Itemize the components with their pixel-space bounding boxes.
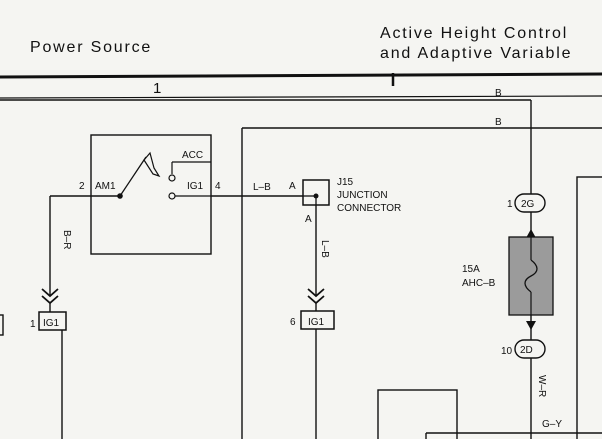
connector-arrow-mid-1 xyxy=(307,288,325,298)
component-box-right xyxy=(576,176,602,439)
connector-2d-oval xyxy=(514,339,546,359)
fuse-arrow-top xyxy=(526,229,536,238)
section-title-ahc-line1: Active Height Control xyxy=(380,25,568,42)
junction-id: J15 xyxy=(337,177,354,188)
switch-lever xyxy=(119,156,147,197)
connector-arrow-left-1 xyxy=(41,288,59,298)
header-divider-thick xyxy=(0,72,602,79)
junction-dot xyxy=(313,193,319,199)
fuse-name: AHC–B xyxy=(462,278,496,289)
junction-name-line2: CONNECTOR xyxy=(337,203,401,214)
connector-ig1-left-label: IG1 xyxy=(43,318,60,329)
connector-ig1-left-box xyxy=(38,311,67,331)
connector-ig1-mid-pin: 6 xyxy=(290,317,296,328)
wire-label-l-b-vertical: L–B xyxy=(319,240,330,258)
wire-label-b-top: B xyxy=(495,88,502,99)
junction-pin-bottom: A xyxy=(305,214,312,225)
component-box-lower xyxy=(377,389,458,439)
ignition-pin-am1: 2 xyxy=(79,181,85,192)
connector-2g-oval xyxy=(514,193,546,213)
section-title-ahc-line2: and Adaptive Variable xyxy=(380,45,572,62)
edge-box-left xyxy=(0,314,4,336)
switch-lever-handle xyxy=(143,151,161,178)
ignition-label-am1: AM1 xyxy=(95,181,116,192)
wire-label-g-y: G–Y xyxy=(542,419,562,430)
wire-label-b-r: B–R xyxy=(61,230,72,249)
connector-2d-pin: 10 xyxy=(501,346,513,357)
junction-pin-left: A xyxy=(289,181,296,192)
wire-label-l-b-horizontal: L–B xyxy=(253,182,271,193)
fuse-rating: 15A xyxy=(462,264,480,275)
connector-2g-label: 2G xyxy=(521,199,535,210)
connector-ig1-mid-box xyxy=(300,310,335,330)
column-number: 1 xyxy=(153,80,161,97)
connector-2d-label: 2D xyxy=(520,345,533,356)
junction-name-line1: JUNCTION xyxy=(337,190,388,201)
ignition-label-ig1: IG1 xyxy=(187,181,204,192)
acc-contact xyxy=(168,174,176,182)
connector-2g-pin: 1 xyxy=(507,199,513,210)
ignition-pin-ig1: 4 xyxy=(215,181,221,192)
ignition-label-acc: ACC xyxy=(182,150,203,161)
fuse-symbol xyxy=(524,259,538,293)
header-divider-thin xyxy=(0,95,602,99)
connector-ig1-left-pin: 1 xyxy=(30,319,36,330)
ignition-switch-box xyxy=(90,134,212,255)
section-title-power-source: Power Source xyxy=(30,39,152,56)
ig1-contact xyxy=(168,192,176,200)
connector-ig1-mid-label: IG1 xyxy=(308,317,325,328)
wire-label-w-r: W–R xyxy=(536,375,547,397)
wire-label-b-second: B xyxy=(495,117,502,128)
